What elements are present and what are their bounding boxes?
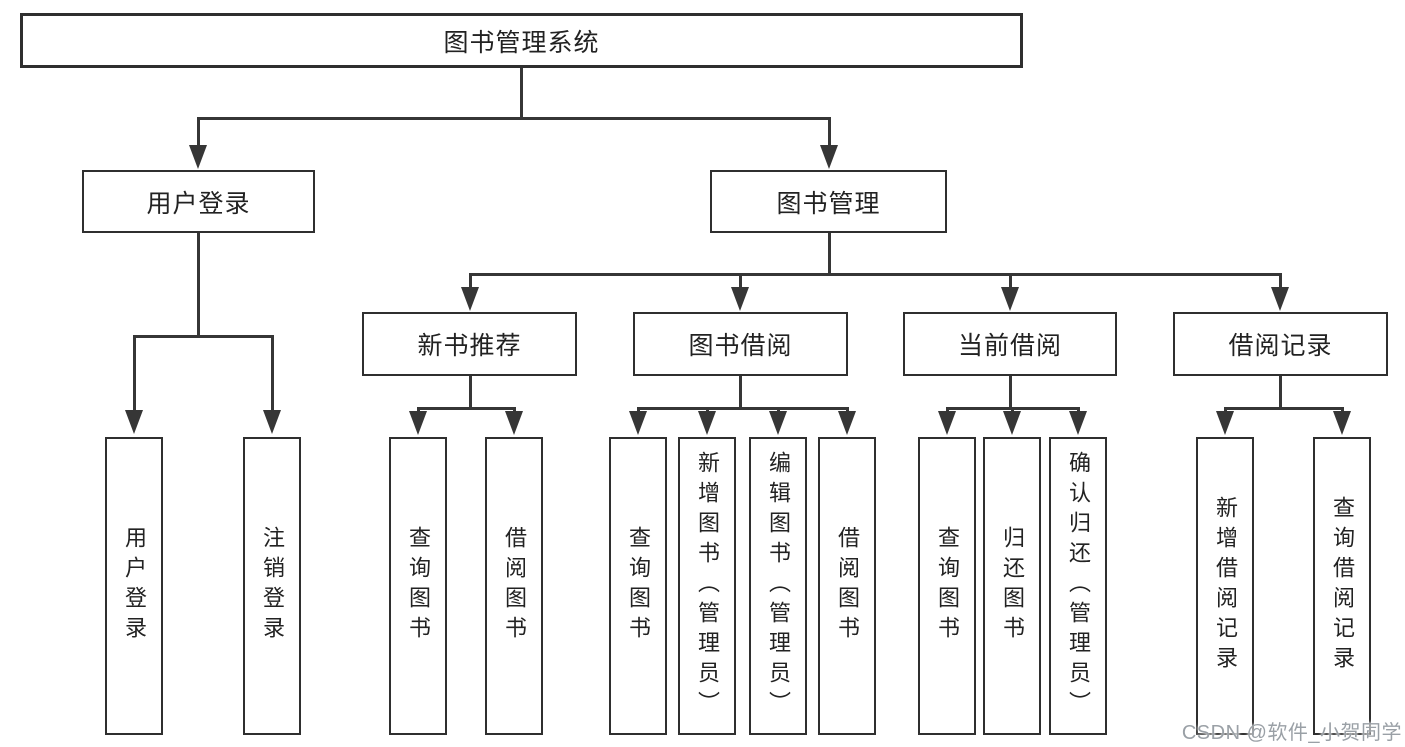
leaf-return-book: 归还图书 [983, 437, 1041, 735]
connector-stub [706, 407, 709, 413]
arrowhead-icon [769, 411, 787, 435]
leaf-add-borrow-record: 新增借阅记录 [1196, 437, 1254, 735]
arrowhead-icon [1216, 411, 1234, 435]
node-book-management: 图书管理 [710, 170, 947, 233]
node-label: 查询图书 [406, 526, 431, 646]
node-label: 查询借阅记录 [1330, 496, 1355, 676]
node-label: 新增图书（管理员） [695, 451, 720, 721]
connector-stub [846, 407, 849, 413]
node-current-borrow: 当前借阅 [903, 312, 1117, 376]
connector-stub [1009, 273, 1012, 287]
connector-stub [469, 273, 472, 287]
node-label: 用户登录 [122, 526, 147, 646]
connector-root-branch [197, 117, 831, 120]
node-label: 新增借阅记录 [1213, 496, 1238, 676]
connector-stub [1279, 273, 1282, 287]
leaf-confirm-return-admin: 确认归还（管理员） [1049, 437, 1107, 735]
connector-stub [417, 407, 420, 413]
node-book-borrow: 图书借阅 [633, 312, 848, 376]
node-label: 图书借阅 [688, 332, 793, 360]
node-label: 查询图书 [626, 526, 651, 646]
arrowhead-icon [838, 411, 856, 435]
node-label: 新书推荐 [417, 332, 522, 360]
leaf-borrow-book-recommend: 借阅图书 [485, 437, 543, 735]
leaf-borrow-book: 借阅图书 [818, 437, 876, 735]
arrowhead-icon [1333, 411, 1351, 435]
node-label: 归还图书 [1000, 526, 1025, 646]
connector-stub [777, 407, 780, 413]
connector-user-login-branch [133, 335, 274, 338]
node-label: 用户登录 [146, 189, 251, 218]
leaf-query-book-current: 查询图书 [918, 437, 976, 735]
arrowhead-icon [629, 411, 647, 435]
connector-book-mgmt-branch [469, 273, 1282, 276]
arrowhead-icon [263, 410, 281, 434]
node-label: 图书管理 [776, 189, 881, 218]
node-borrow-records: 借阅记录 [1173, 312, 1388, 376]
connector-root-stem [520, 68, 523, 118]
connector-stub [739, 273, 742, 287]
connector-stub [946, 407, 949, 413]
arrowhead-icon [409, 411, 427, 435]
node-label: 借阅图书 [502, 526, 527, 646]
node-label: 确认归还（管理员） [1066, 451, 1091, 721]
connector-borrow-stem [739, 376, 742, 407]
arrowhead-icon [820, 145, 838, 169]
leaf-query-borrow-record: 查询借阅记录 [1313, 437, 1371, 735]
leaf-query-book-borrow: 查询图书 [609, 437, 667, 735]
leaf-user-login: 用户登录 [105, 437, 163, 735]
arrowhead-icon [125, 410, 143, 434]
connector-user-login-stem [197, 233, 200, 335]
arrowhead-icon [461, 287, 479, 311]
csdn-watermark: CSDN @软件_小贺同学 [1181, 722, 1402, 744]
node-label: 借阅记录 [1228, 332, 1333, 360]
arrowhead-icon [1069, 411, 1087, 435]
leaf-edit-book-admin: 编辑图书（管理员） [749, 437, 807, 735]
connector-stub [637, 407, 640, 413]
connector-records-branch [1224, 407, 1343, 410]
leaf-logout: 注销登录 [243, 437, 301, 735]
connector-stub [513, 407, 516, 413]
node-label: 借阅图书 [835, 526, 860, 646]
connector-stub [133, 335, 136, 410]
arrowhead-icon [731, 287, 749, 311]
connector-stub [1224, 407, 1227, 413]
connector-book-mgmt-stem [828, 233, 831, 273]
node-label: 当前借阅 [957, 332, 1062, 360]
node-label: 注销登录 [260, 526, 285, 646]
arrowhead-icon [1271, 287, 1289, 311]
connector-new-book-branch [417, 407, 515, 410]
node-root: 图书管理系统 [20, 13, 1023, 68]
arrowhead-icon [938, 411, 956, 435]
node-new-book-recommend: 新书推荐 [362, 312, 577, 376]
arrowhead-icon [189, 145, 207, 169]
connector-stub [1341, 407, 1344, 413]
arrowhead-icon [1003, 411, 1021, 435]
leaf-query-book-recommend: 查询图书 [389, 437, 447, 735]
connector-stub [197, 117, 200, 145]
connector-stub [271, 335, 274, 410]
connector-borrow-branch [637, 407, 849, 410]
leaf-add-book-admin: 新增图书（管理员） [678, 437, 736, 735]
arrowhead-icon [698, 411, 716, 435]
arrowhead-icon [1001, 287, 1019, 311]
connector-new-book-stem [469, 376, 472, 407]
node-label: 查询图书 [935, 526, 960, 646]
connector-stub [1077, 407, 1080, 413]
connector-stub [828, 117, 831, 145]
node-label: 编辑图书（管理员） [766, 451, 791, 721]
connector-current-stem [1009, 376, 1012, 407]
node-user-login: 用户登录 [82, 170, 315, 233]
node-label: 图书管理系统 [443, 28, 600, 57]
connector-stub [1011, 407, 1014, 413]
connector-records-stem [1279, 376, 1282, 407]
arrowhead-icon [505, 411, 523, 435]
